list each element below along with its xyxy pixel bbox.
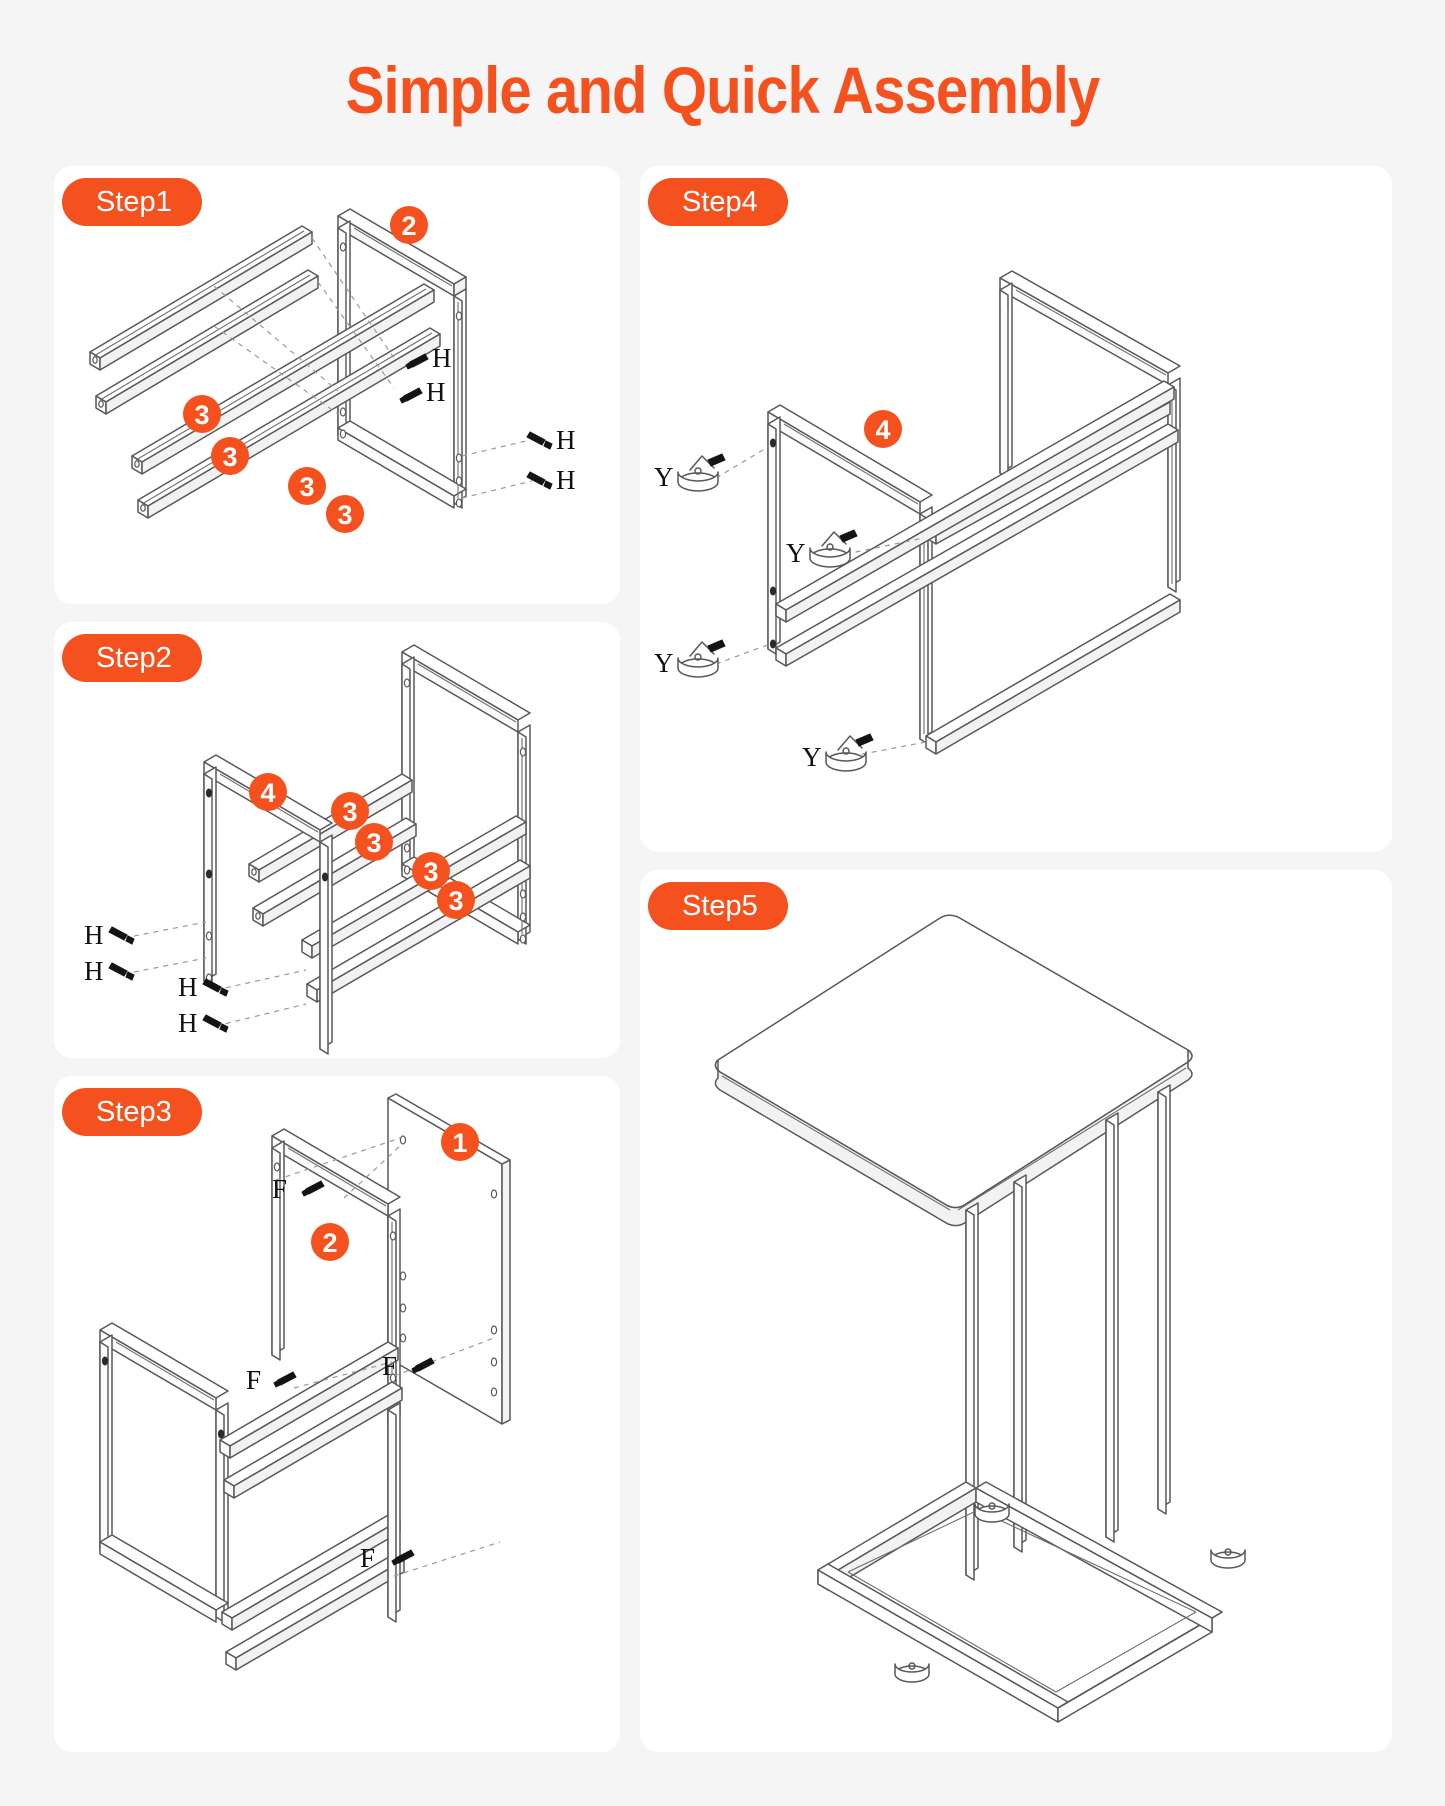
- screw-h-3: H: [526, 425, 576, 455]
- hardware-label: H: [178, 1008, 198, 1038]
- screw-h-1: H: [405, 343, 452, 373]
- svg-text:2: 2: [401, 211, 416, 241]
- connector-bars: [219, 1341, 405, 1671]
- caster-right: [1210, 1548, 1246, 1569]
- svg-text:1: 1: [452, 1128, 467, 1158]
- step5-diagram: [640, 870, 1392, 1752]
- hardware-label: Y: [654, 462, 674, 492]
- svg-text:3: 3: [423, 857, 438, 887]
- screw-h-2: H: [399, 377, 446, 407]
- svg-text:4: 4: [875, 415, 890, 445]
- rear-legs: [1105, 1084, 1171, 1543]
- step4-diagram: Y Y Y: [640, 166, 1392, 852]
- svg-text:3: 3: [194, 400, 209, 430]
- rear-side-frame: [99, 1322, 229, 1623]
- part-marker-3-d: 3: [326, 495, 364, 533]
- part-marker-3-d: 3: [437, 881, 475, 919]
- hardware-label: F: [272, 1174, 287, 1204]
- part-marker-3-a: 3: [183, 395, 221, 433]
- hardware-label: Y: [786, 538, 806, 568]
- caster-rear: [894, 1662, 930, 1683]
- part-marker-3-b: 3: [211, 437, 249, 475]
- hardware-label: F: [246, 1365, 261, 1395]
- screw-f-2: F: [382, 1351, 435, 1381]
- svg-text:3: 3: [366, 828, 381, 858]
- part-marker-2: 2: [390, 206, 428, 244]
- part-marker-4: 4: [864, 410, 902, 448]
- screw-h-1: H: [84, 920, 135, 950]
- hardware-label: H: [556, 425, 576, 455]
- screw-h-4: H: [526, 465, 576, 495]
- connecting-bars: [775, 380, 1181, 755]
- step2-panel: H H H H 4: [54, 622, 620, 1058]
- hardware-label: H: [178, 972, 198, 1002]
- hardware-label: H: [84, 920, 104, 950]
- page-title: Simple and Quick Assembly: [345, 53, 1101, 127]
- step2-badge: Step2: [62, 634, 202, 682]
- part-marker-3-a: 3: [331, 792, 369, 830]
- front-bottom-rail: [387, 1402, 401, 1623]
- part-marker-3-c: 3: [412, 852, 450, 890]
- step1-diagram: H H H H 2: [54, 166, 620, 604]
- part-marker-2: 2: [311, 1223, 349, 1261]
- step1-panel: H H H H 2: [54, 166, 620, 604]
- part-marker-4: 4: [249, 773, 287, 811]
- step3-panel: F F F F 1: [54, 1076, 620, 1752]
- step5-panel: Step5: [640, 870, 1392, 1752]
- support-bar-part-3-b: [95, 269, 319, 415]
- base-frame: [817, 1481, 1223, 1723]
- step1-badge: Step1: [62, 178, 202, 226]
- svg-text:3: 3: [222, 442, 237, 472]
- svg-text:3: 3: [337, 500, 352, 530]
- table-top: [714, 914, 1193, 1227]
- caster-front: [974, 1502, 1010, 1523]
- hardware-label: F: [360, 1543, 375, 1573]
- caster-y-4: Y: [802, 733, 874, 772]
- hardware-label: H: [426, 377, 446, 407]
- caster-y-3: Y: [654, 639, 726, 678]
- svg-text:3: 3: [299, 472, 314, 502]
- support-bar-part-3-a: [89, 225, 313, 371]
- hardware-label: H: [556, 465, 576, 495]
- hardware-label: Y: [654, 648, 674, 678]
- screw-h-2: H: [84, 956, 135, 986]
- side-frame-part-2: [271, 1128, 401, 1429]
- step3-diagram: F F F F 1: [54, 1076, 620, 1752]
- hardware-label: H: [84, 956, 104, 986]
- step4-panel: Y Y Y: [640, 166, 1392, 852]
- step5-badge: Step5: [648, 882, 788, 930]
- svg-text:2: 2: [322, 1228, 337, 1258]
- screw-f-4: F: [360, 1543, 415, 1573]
- step4-badge: Step4: [648, 178, 788, 226]
- step3-badge: Step3: [62, 1088, 202, 1136]
- svg-text:3: 3: [448, 886, 463, 916]
- screw-f-1: F: [272, 1174, 325, 1204]
- hardware-label: F: [382, 1351, 397, 1381]
- part-marker-1: 1: [441, 1123, 479, 1161]
- part-marker-3-c: 3: [288, 467, 326, 505]
- step2-diagram: H H H H 4: [54, 622, 620, 1058]
- hardware-label: H: [432, 343, 452, 373]
- hardware-label: Y: [802, 742, 822, 772]
- svg-text:4: 4: [260, 778, 275, 808]
- screw-f-3: F: [246, 1365, 297, 1395]
- caster-y-1: Y: [654, 453, 726, 492]
- installed-bar-c: [301, 815, 527, 959]
- screw-h-3: H: [178, 972, 229, 1002]
- part-marker-3-b: 3: [355, 823, 393, 861]
- caster-y-2: Y: [786, 529, 858, 568]
- front-frame-part-4: [767, 404, 933, 745]
- svg-text:3: 3: [342, 797, 357, 827]
- screw-h-4: H: [178, 1008, 229, 1038]
